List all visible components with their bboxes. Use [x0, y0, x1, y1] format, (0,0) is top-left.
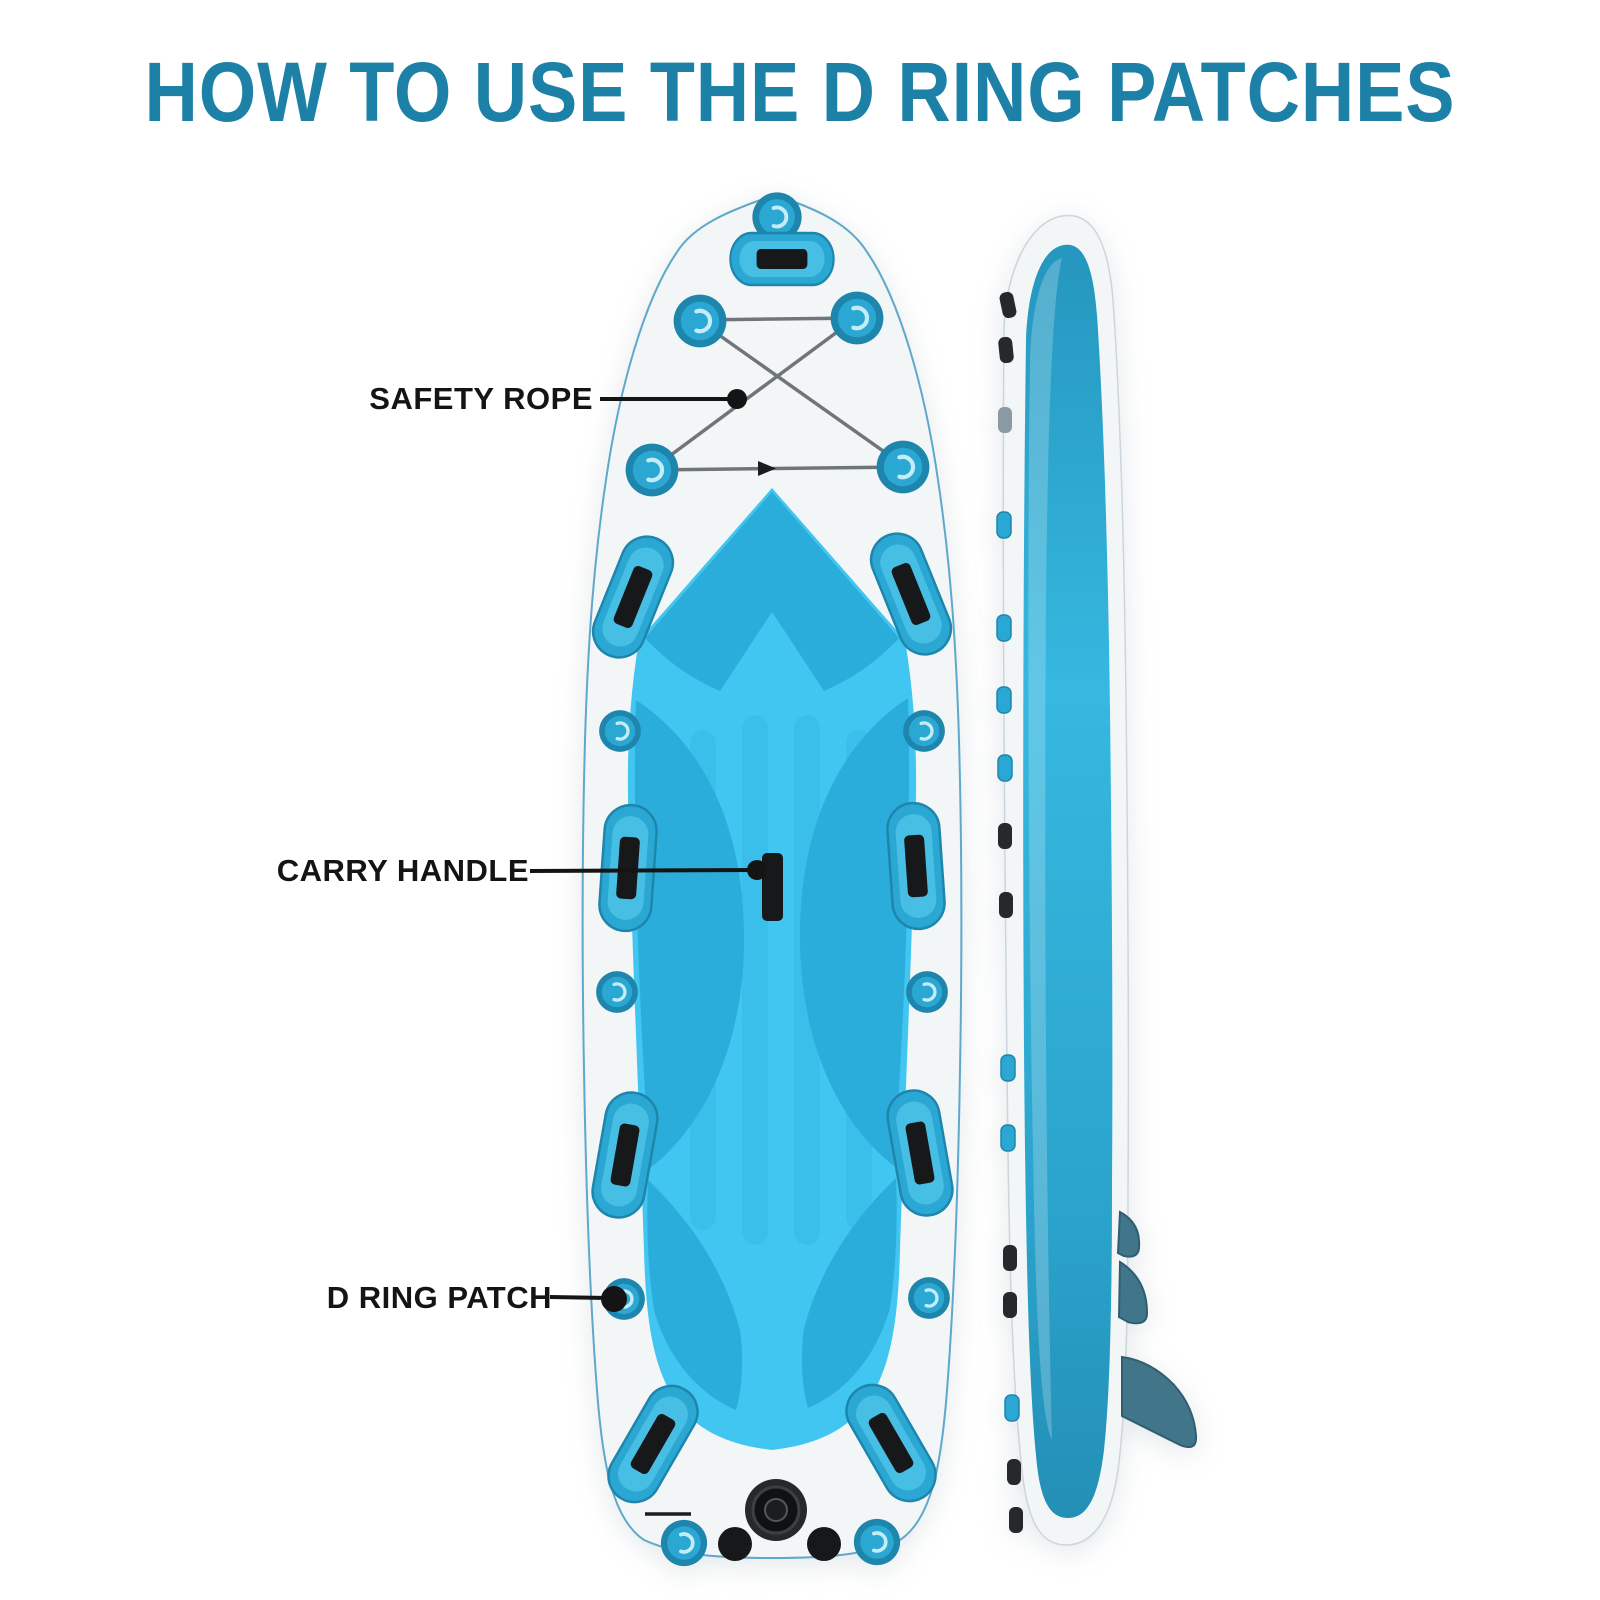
side-carry-handle — [596, 802, 660, 934]
side-rail-stripe — [1023, 244, 1113, 1519]
deck-pad — [627, 488, 917, 1450]
bungee-d-ring-icon — [674, 295, 727, 348]
d-ring-patch-icon — [597, 708, 643, 754]
bungee-d-ring-icon — [877, 441, 930, 494]
carry-handle-pointer-dot — [747, 860, 767, 880]
fins — [1116, 1210, 1198, 1449]
page-title: HOW TO USE THE D RING PATCHES — [144, 45, 1456, 139]
tail-d-ring-icon — [659, 1518, 709, 1568]
d-ring-patch-pointer-dot — [601, 1286, 627, 1312]
d-ring-patch-icon — [904, 969, 950, 1015]
main-fin-icon — [1121, 1355, 1198, 1449]
carry-handle-pointer-line — [529, 868, 758, 873]
tail-plug-icon — [718, 1527, 752, 1561]
board-top-view — [581, 190, 963, 1568]
board-side-view — [996, 214, 1198, 1546]
bungee-d-ring-icon — [831, 292, 884, 345]
safety-rope-pointer-dot — [727, 389, 747, 409]
side-stripe-sheen — [1028, 258, 1062, 1440]
small-fin-icon — [1116, 1210, 1141, 1258]
small-fin-icon — [1117, 1260, 1149, 1325]
nose-carry-handle — [729, 231, 835, 287]
safety-rope-bungee — [626, 292, 930, 497]
d-ring-patch-pointer-line — [549, 1295, 609, 1300]
tail-d-ring-icon — [852, 1517, 902, 1567]
d-ring-patch-icon — [906, 1275, 952, 1321]
d-ring-patch-icon — [594, 969, 640, 1015]
side-carry-handle — [884, 800, 948, 932]
bungee-d-ring-icon — [626, 444, 679, 497]
rope-arrow-icon — [758, 461, 776, 476]
carry-handle-label: CARRY HANDLE — [276, 853, 529, 888]
tail-plug-icon — [807, 1527, 841, 1561]
safety-rope-label: SAFETY ROPE — [369, 381, 593, 416]
center-carry-handle — [762, 853, 783, 921]
d-ring-patch-label: D RING PATCH — [326, 1280, 552, 1315]
tail-hardware — [645, 1479, 902, 1568]
d-ring-patch-icon — [901, 708, 947, 754]
callout-pointers — [529, 389, 767, 1312]
